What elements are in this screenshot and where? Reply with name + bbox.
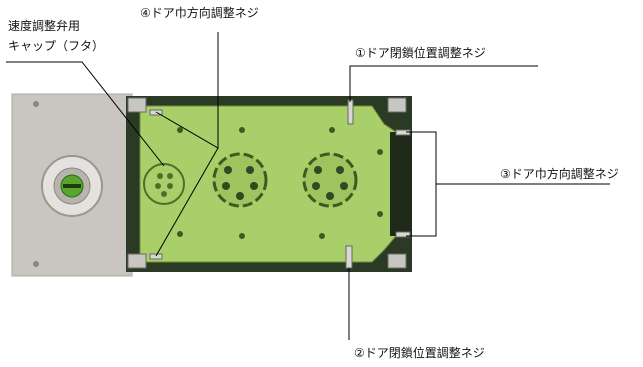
screw-3-label: ③ドア巾方向調整ネジ [500, 167, 619, 181]
screw-2-body [345, 245, 353, 269]
screw-1-body [347, 99, 354, 125]
screw-4-label: ④ドア巾方向調整ネジ [140, 6, 259, 20]
speed-valve-cap-circle [143, 163, 185, 205]
corner-bolt [127, 97, 147, 113]
adjust-gear-right [302, 152, 358, 208]
screw-2-label: ②ドア閉鎖位置調整ネジ [354, 346, 485, 360]
adjust-gear-left [212, 152, 268, 208]
valve-cap-label-line2: キャップ（フタ） [8, 39, 105, 53]
screw-4-bottom [149, 253, 163, 260]
leader-lines [6, 32, 610, 340]
plate-screw [33, 261, 39, 267]
housing-end-block [390, 132, 412, 236]
screw-3-bottom [395, 231, 411, 238]
screw-1-label: ①ドア閉鎖位置調整ネジ [355, 46, 486, 60]
valve-slot [63, 184, 81, 188]
plate-screw [33, 101, 39, 107]
board-holes [177, 127, 383, 239]
valve-cap-label-line1: 速度調整弁用 [8, 19, 81, 33]
corner-bolt [387, 253, 407, 269]
corner-bolt [387, 97, 407, 113]
corner-bolt [127, 253, 147, 269]
